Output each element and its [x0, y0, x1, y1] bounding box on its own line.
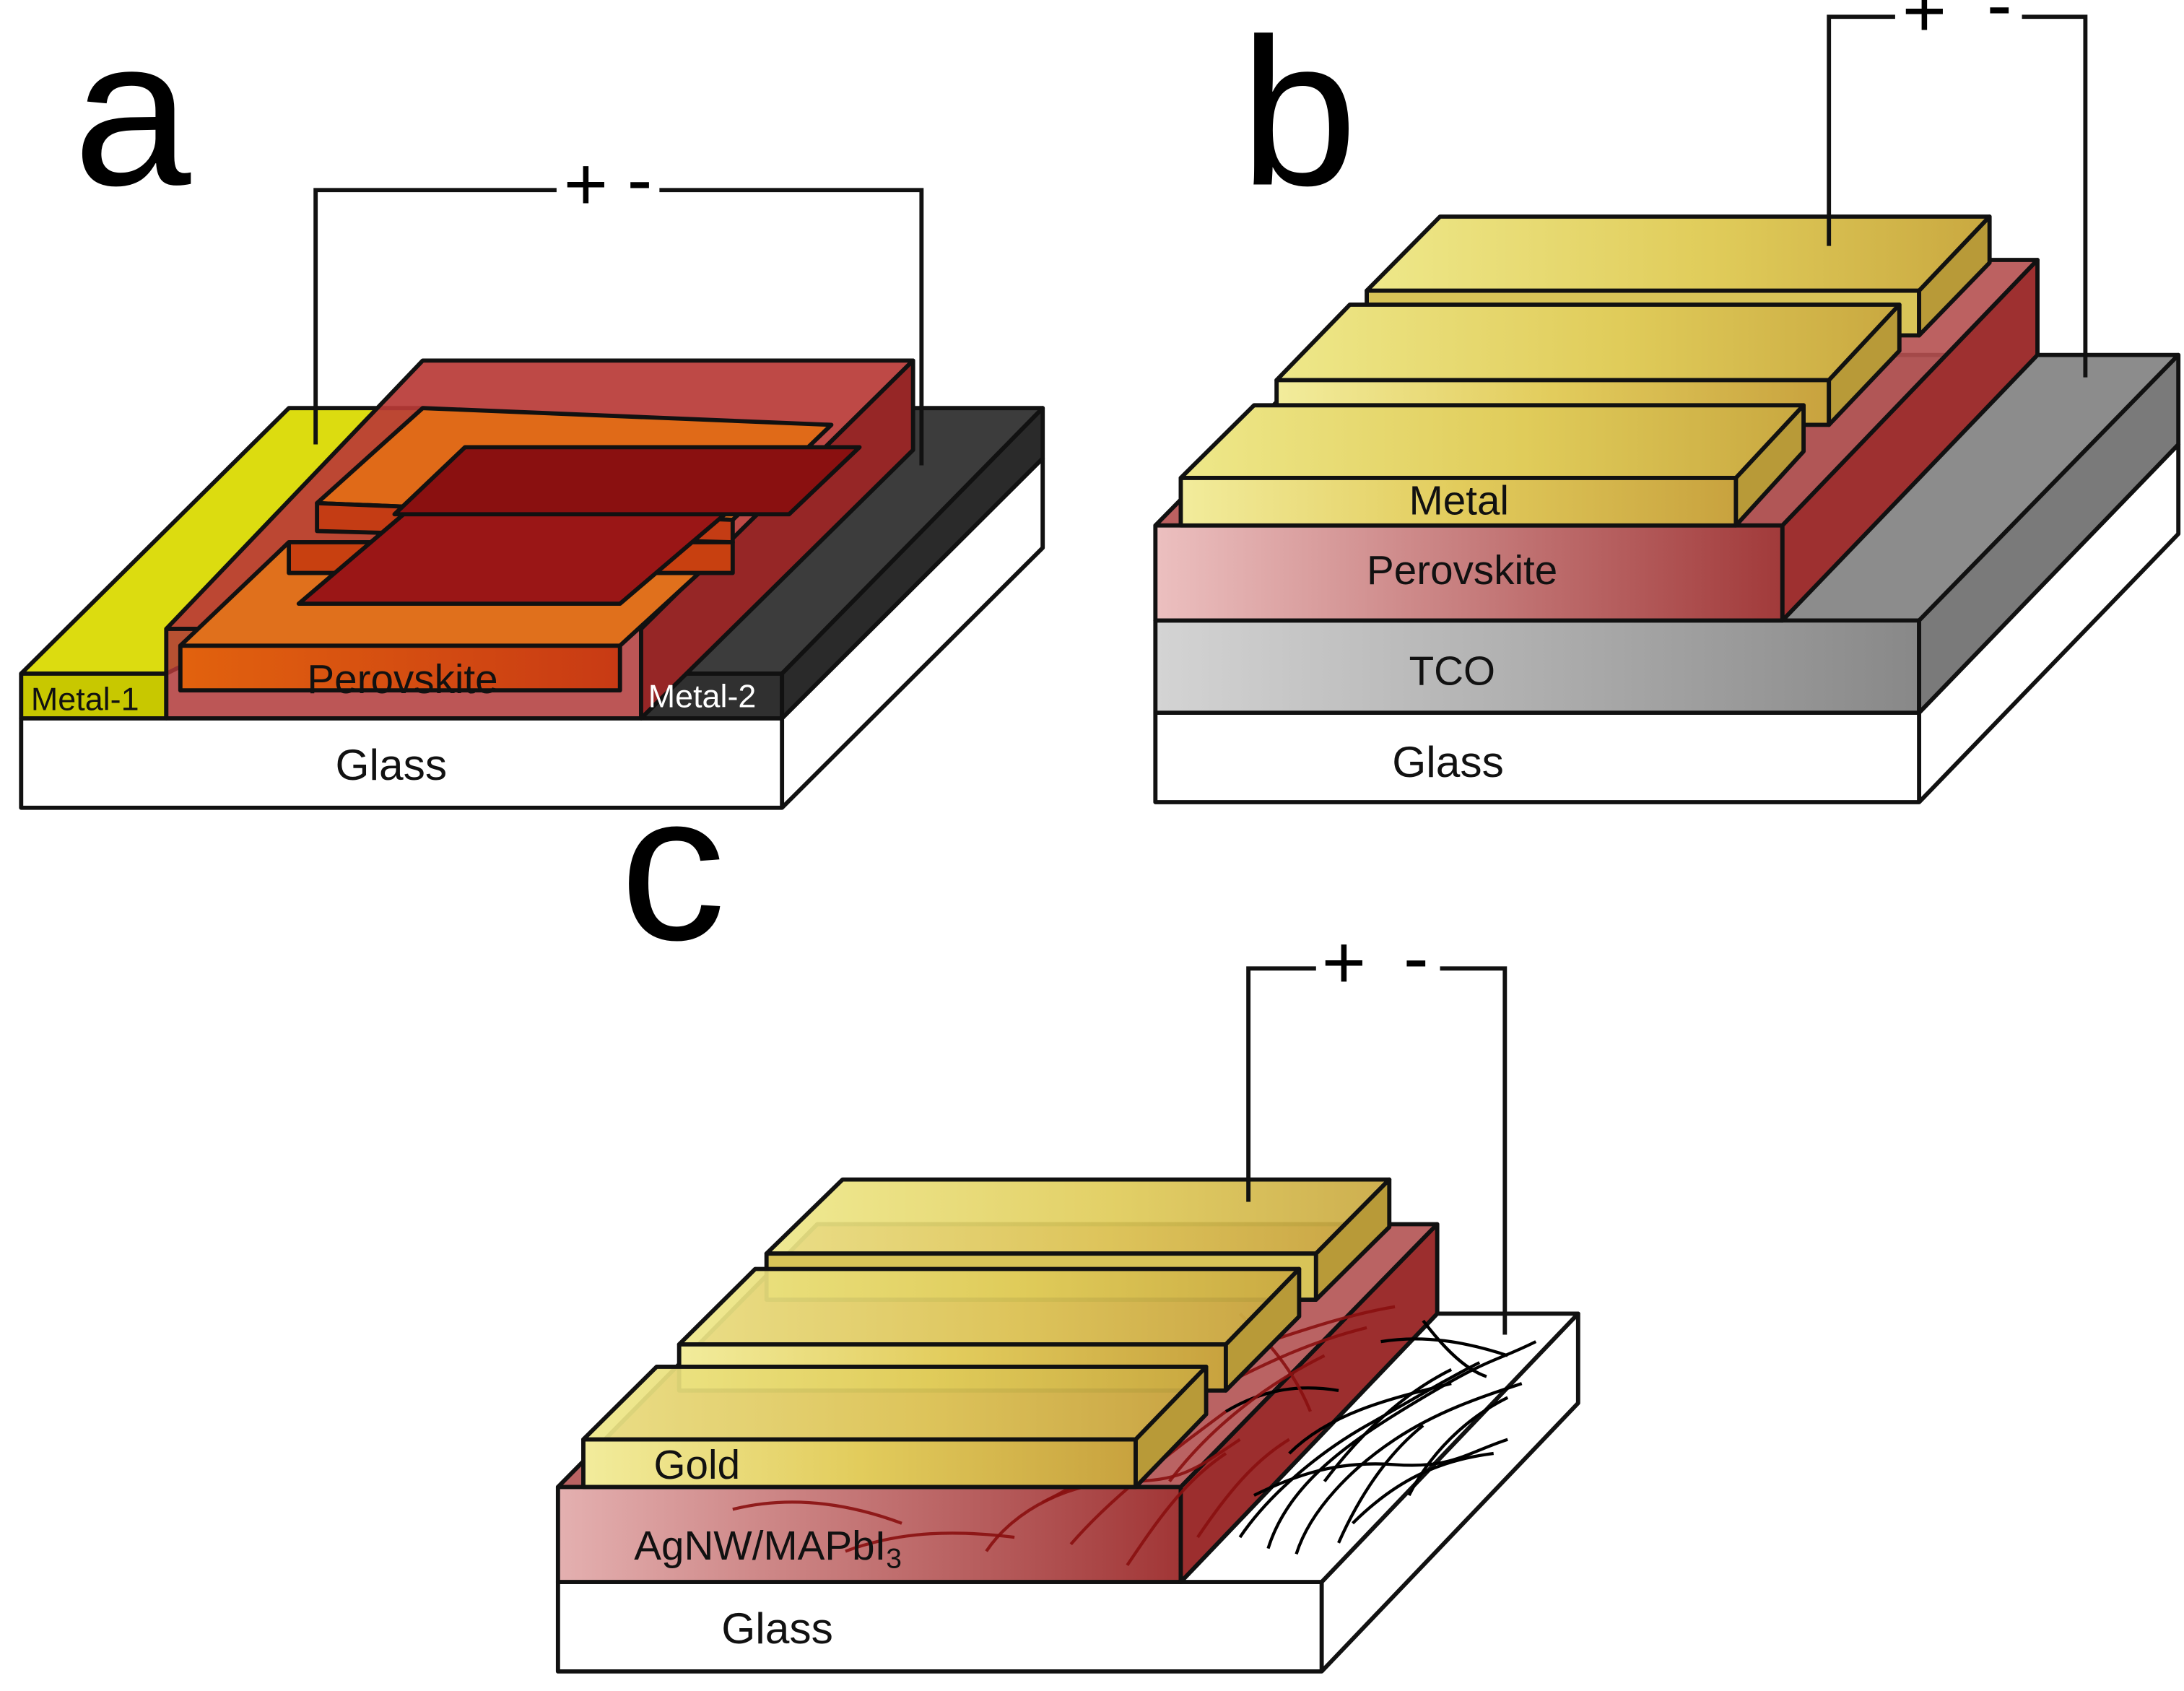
panel-a-letter: a — [73, 0, 192, 229]
panel-a-lateral-device: a — [19, 0, 1045, 810]
panel-b-vertical-device: b — [1153, 0, 2181, 804]
panel-a-minus-terminal: - — [627, 138, 652, 222]
panel-c-plus-terminal: + — [1322, 921, 1367, 1005]
panel-c-glass-label: Glass — [721, 1604, 833, 1653]
panel-c-composite-label-main: AgNW/MAPbI — [634, 1523, 886, 1568]
panel-a-metal1-label: Metal-1 — [31, 682, 139, 717]
panel-b-glass-label: Glass — [1392, 737, 1504, 786]
panel-c-circuit-wires — [1246, 966, 1508, 1335]
panel-a-circuit-wires — [313, 188, 924, 466]
panel-a-perovskite-layer — [164, 358, 915, 721]
panel-b-minus-terminal: - — [1987, 0, 2012, 47]
panel-c-gold-fingers — [581, 1177, 1392, 1490]
panel-b-perovskite-label: Perovskite — [1367, 547, 1557, 593]
panel-b-letter: b — [1240, 0, 1357, 229]
panel-a-perovskite-label: Perovskite — [307, 656, 497, 702]
panel-b-metal-label: Metal — [1409, 477, 1509, 523]
panel-c-composite-label-subscript: 3 — [886, 1544, 902, 1575]
panel-a-plus-terminal: + — [564, 142, 609, 227]
panel-c-minus-terminal: - — [1404, 916, 1429, 1001]
panel-c-nanowire-device: c — [555, 749, 1580, 1674]
panel-c-letter: c — [620, 749, 726, 984]
panel-c-composite-label: AgNW/MAPbI3 — [634, 1523, 902, 1574]
panel-c-gold-label: Gold — [654, 1442, 741, 1487]
panel-b-plus-terminal: + — [1902, 0, 1947, 53]
panel-b-tco-label: TCO — [1409, 648, 1495, 694]
panel-c-nanowire-network — [732, 1305, 1537, 1566]
panel-a-glass-label: Glass — [335, 740, 447, 789]
panel-a-metal2-label: Metal-2 — [648, 679, 757, 715]
panel-b-metal-fingers — [1178, 214, 1992, 528]
panel-b-circuit-wires — [1827, 14, 2088, 378]
